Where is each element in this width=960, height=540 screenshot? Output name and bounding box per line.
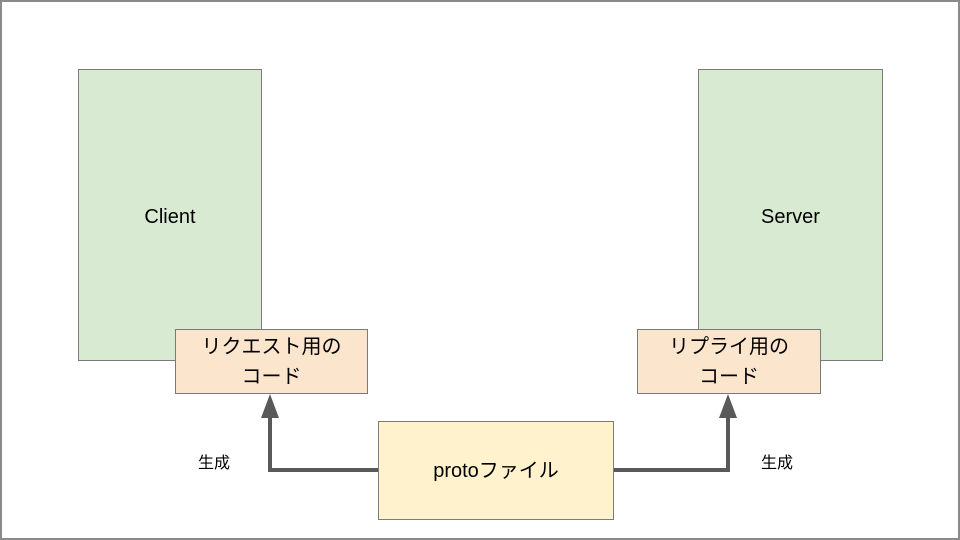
- edge-label-generate-left: 生成: [198, 455, 231, 472]
- edge-line-to-request: [268, 416, 378, 472]
- client-node: Client: [78, 69, 262, 361]
- client-label: Client: [144, 206, 196, 228]
- request-code-label-line2: コード: [241, 365, 302, 388]
- proto-file-node: protoファイル: [378, 421, 614, 520]
- server-node: Server: [698, 69, 883, 361]
- reply-code-node: リプライ用の コード: [637, 329, 821, 394]
- request-code-node: リクエスト用の コード: [175, 329, 368, 394]
- reply-code-label-line1: リプライ用の: [669, 335, 789, 358]
- edge-line-to-reply: [614, 416, 730, 472]
- edge-arrowhead-to-reply: [719, 394, 737, 418]
- proto-file-label: protoファイル: [433, 459, 559, 482]
- edge-label-generate-right: 生成: [761, 455, 794, 472]
- request-code-label-line1: リクエスト用の: [201, 335, 342, 358]
- server-label: Server: [761, 206, 820, 228]
- reply-code-label-line2: コード: [699, 365, 759, 388]
- edge-arrowhead-to-request: [261, 394, 279, 418]
